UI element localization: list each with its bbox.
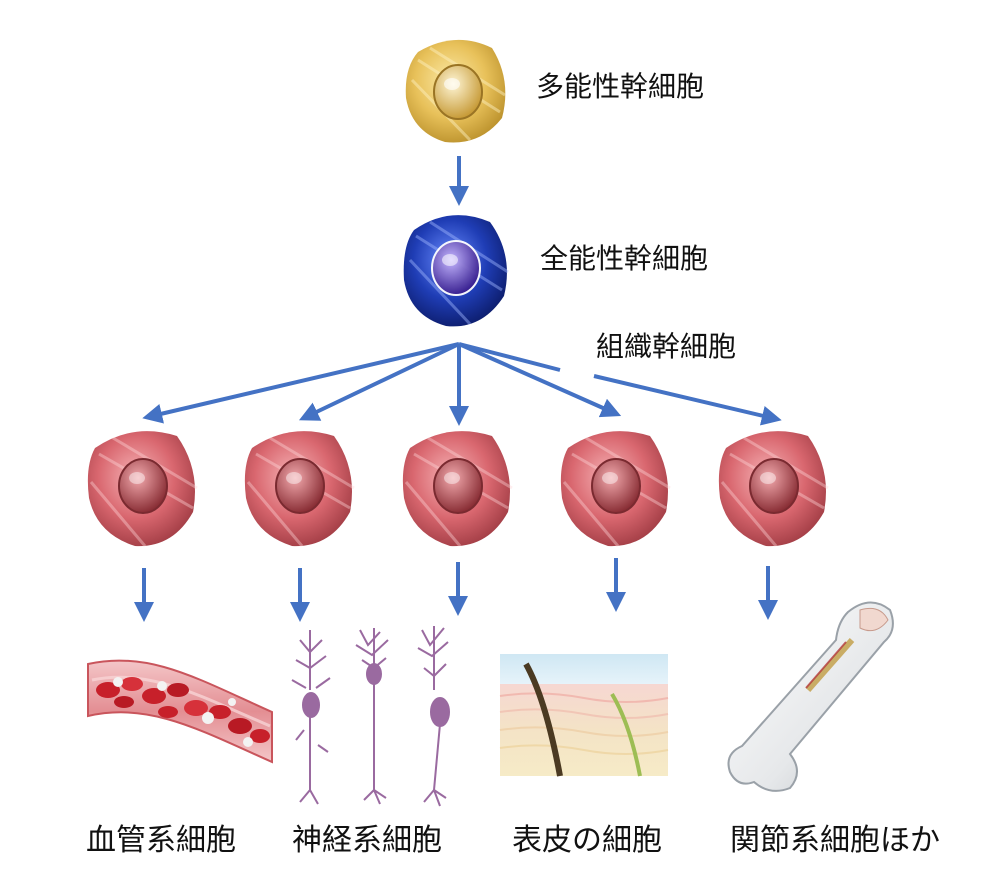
pluripotent-label: 多能性幹細胞 [536, 70, 704, 103]
arrow-branch-1 [142, 342, 460, 424]
tissue-cell-4 [560, 431, 671, 547]
totipotent-label: 全能性幹細胞 [540, 242, 708, 275]
output-label-joint: 関節系細胞ほか [730, 823, 940, 858]
tissue-stem-label: 組織幹細胞 [596, 330, 736, 363]
arrow-branch-4 [458, 342, 622, 418]
output-label-blood-vessel: 血管系細胞 [86, 823, 236, 858]
bone-illustration [727, 601, 894, 792]
arrow-branch-5 [458, 342, 561, 372]
tissue-cell-5 [718, 431, 829, 547]
tissue-cell-2 [244, 431, 355, 547]
neurons-illustration [291, 626, 450, 807]
output-arrows [134, 558, 778, 622]
branch-arrows [142, 342, 782, 426]
arrow-branch-2 [298, 342, 460, 421]
pluripotent-cell [405, 39, 506, 143]
totipotent-cell [403, 215, 509, 327]
arrow-branch-5b [593, 374, 782, 426]
tissue-cell-3 [402, 431, 513, 547]
output-label-nerve: 神経系細胞 [292, 823, 442, 858]
tissue-cell-1 [87, 431, 198, 547]
output-label-epidermis: 表皮の細胞 [512, 823, 662, 858]
blood-vessel-illustration [87, 659, 273, 764]
skin-illustration [499, 654, 669, 777]
